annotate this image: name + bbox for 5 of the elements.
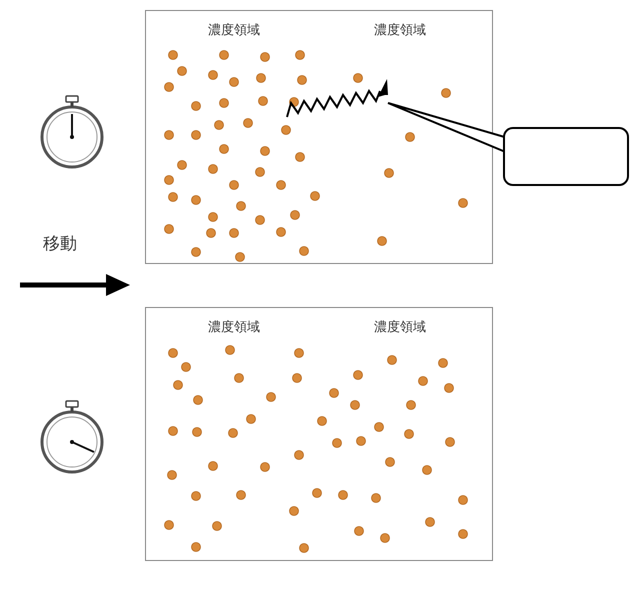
region-title: 濃度領域	[208, 22, 260, 39]
movement-label: 移動	[43, 233, 77, 255]
region-title: 濃度領域	[374, 319, 426, 336]
region-title: 濃度領域	[374, 22, 426, 39]
region-title: 濃度領域	[208, 319, 260, 336]
